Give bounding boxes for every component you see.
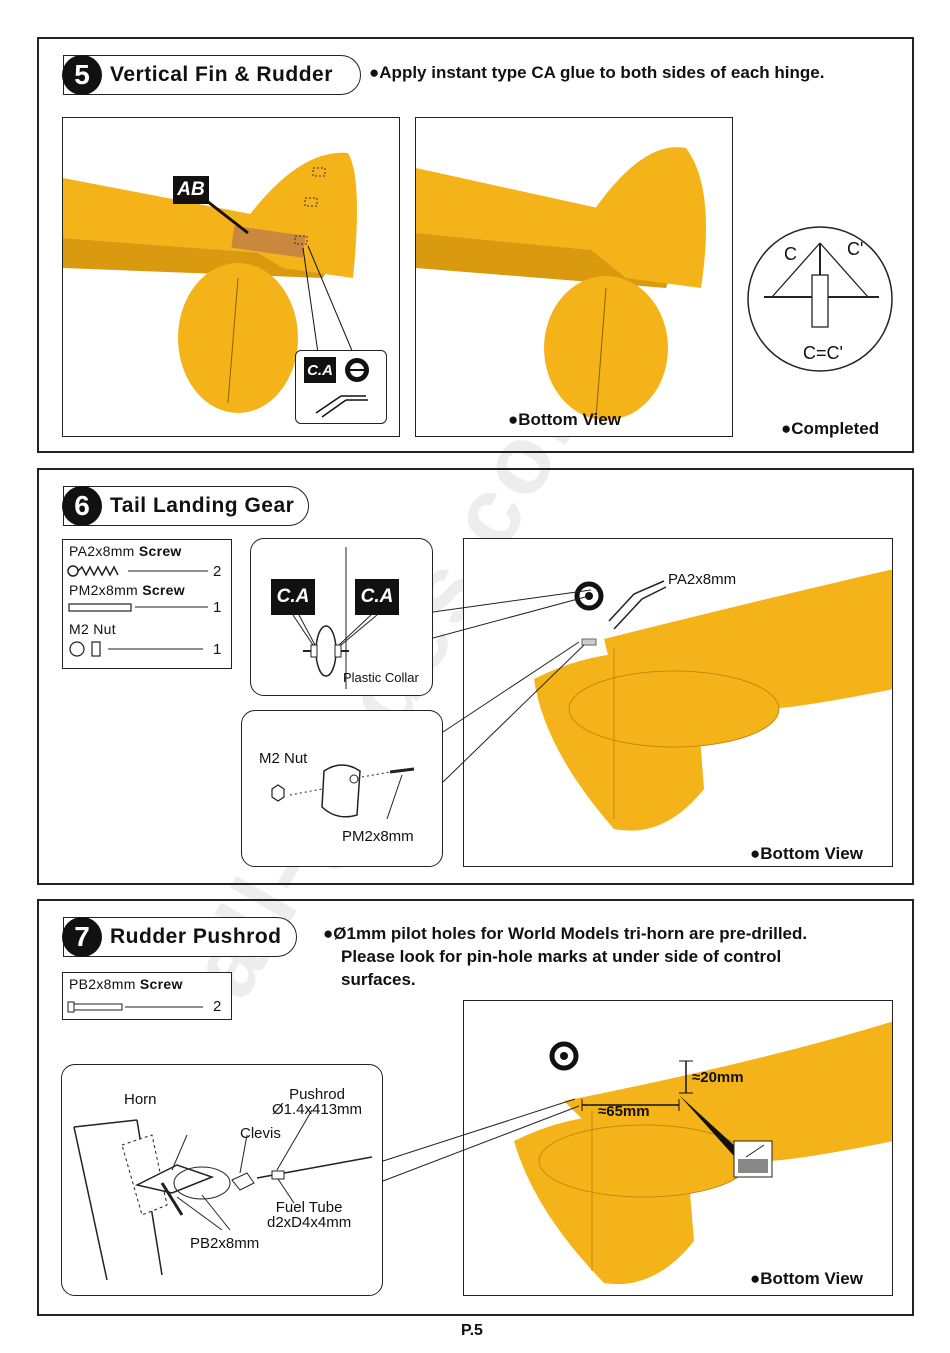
pb2x8mm-label: PB2x8mm — [190, 1235, 260, 1252]
bullet-icon: ● — [781, 419, 792, 438]
hardware-item-1-name: PA2x8mm Screw — [69, 543, 182, 559]
step6-section: 6 Tail Landing Gear PA2x8mm Screw 2 PM2x… — [37, 468, 914, 885]
diagram-c-prime-label: C' — [847, 239, 864, 259]
hardware-item-3-name: M2 Nut — [69, 621, 116, 637]
hardware-item-2-name: PM2x8mm Screw — [69, 582, 185, 598]
step6-number: 6 — [62, 486, 102, 526]
ca-left-label: C.A — [271, 579, 315, 615]
step6-title: Tail Landing Gear — [110, 494, 295, 517]
hardware-pb-qty: 2 — [213, 998, 222, 1015]
pushrod-photo — [514, 1021, 892, 1285]
wheel-collar-inset: C.A C.A Plastic Collar — [250, 538, 433, 696]
step5-title: Vertical Fin & Rudder — [110, 63, 333, 86]
pa2x8mm-label: PA2x8mm — [668, 571, 737, 588]
bullet-icon: ● — [750, 1269, 761, 1288]
hardware-pb-name: PB2x8mm Screw — [69, 976, 183, 992]
bullet-icon: ● — [508, 410, 519, 429]
hardware-item-3-qty: 1 — [213, 641, 222, 658]
glue-bottle-icon — [315, 358, 369, 418]
step7-header: 7 Rudder Pushrod — [62, 917, 297, 957]
plastic-collar-label: Plastic Collar — [343, 670, 419, 685]
clevis-label: Clevis — [240, 1125, 281, 1142]
tail-photo-2 — [416, 147, 706, 420]
bullet-icon: ● — [369, 63, 380, 82]
hinge-alignment-diagram — [747, 226, 893, 372]
pm2x8mm-label: PM2x8mm — [342, 828, 414, 845]
step7-bottom-view-label: ●Bottom View — [750, 1269, 863, 1288]
page-number: P.5 — [461, 1322, 483, 1339]
step5-note: ●Apply instant type CA glue to both side… — [369, 63, 825, 82]
step7-photo-bottom: ≈20mm ≈65mm ●Bottom View — [463, 1000, 893, 1296]
step5-header: 5 Vertical Fin & Rudder — [62, 55, 361, 95]
hardware-item-2-qty: 1 — [213, 599, 222, 616]
ca-label: C.A — [304, 357, 336, 383]
step7-title: Rudder Pushrod — [110, 925, 282, 948]
dim-20mm-label: ≈20mm — [692, 1069, 744, 1086]
step5-number: 5 — [62, 55, 102, 95]
step7-leader-lines — [382, 1098, 580, 1182]
step5-completed-label: ●Completed — [781, 419, 880, 438]
ca-right-label: C.A — [355, 579, 399, 615]
diagram-equation-label: C=C' — [803, 343, 843, 363]
tail-bracket-inset: M2 Nut PM2x8mm — [241, 710, 443, 867]
step6-bottom-view-label: ●Bottom View — [750, 844, 863, 863]
step7-section: 7 Rudder Pushrod ●Ø1mm pilot holes for W… — [37, 899, 914, 1316]
tail-wheel-icon — [292, 547, 378, 689]
step5-photo-bottom: ●Bottom View — [415, 117, 733, 437]
dim-65mm-label: ≈65mm — [598, 1103, 650, 1120]
step7-note: ●Ø1mm pilot holes for World Models tri-h… — [323, 924, 808, 989]
bracket-icon — [271, 764, 415, 820]
screw-pa-icon — [67, 565, 208, 657]
step5-photo-hinges: AB C.A — [62, 117, 400, 437]
step5-section: 5 Vertical Fin & Rudder ●Apply instant t… — [37, 37, 914, 453]
step5-bottom-view-label: ●Bottom View — [508, 410, 621, 429]
ca-inset: C.A — [295, 350, 387, 424]
tail-gear-photo — [534, 569, 892, 831]
hardware-item-1-qty: 2 — [213, 563, 222, 580]
step6-leader-lines — [432, 589, 592, 783]
step6-hardware-list: PA2x8mm Screw 2 PM2x8mm Screw 1 M2 Nut 1 — [62, 539, 232, 669]
step6-photo-bottom: PA2x8mm ●Bottom View — [463, 538, 893, 867]
ab-label: AB — [173, 176, 209, 204]
horn-clevis-icon — [73, 1109, 373, 1281]
bullet-icon: ● — [323, 924, 334, 943]
bullet-icon: ● — [750, 844, 761, 863]
step7-hardware-list: PB2x8mm Screw 2 — [62, 972, 232, 1020]
m2-nut-label: M2 Nut — [259, 750, 308, 767]
diagram-c-label: C — [784, 244, 797, 264]
screw-pb-icon — [67, 1001, 203, 1013]
step7-number: 7 — [62, 917, 102, 957]
horn-label: Horn — [124, 1091, 157, 1108]
tail-photo-1 — [63, 152, 357, 413]
step6-header: 6 Tail Landing Gear — [62, 486, 309, 526]
